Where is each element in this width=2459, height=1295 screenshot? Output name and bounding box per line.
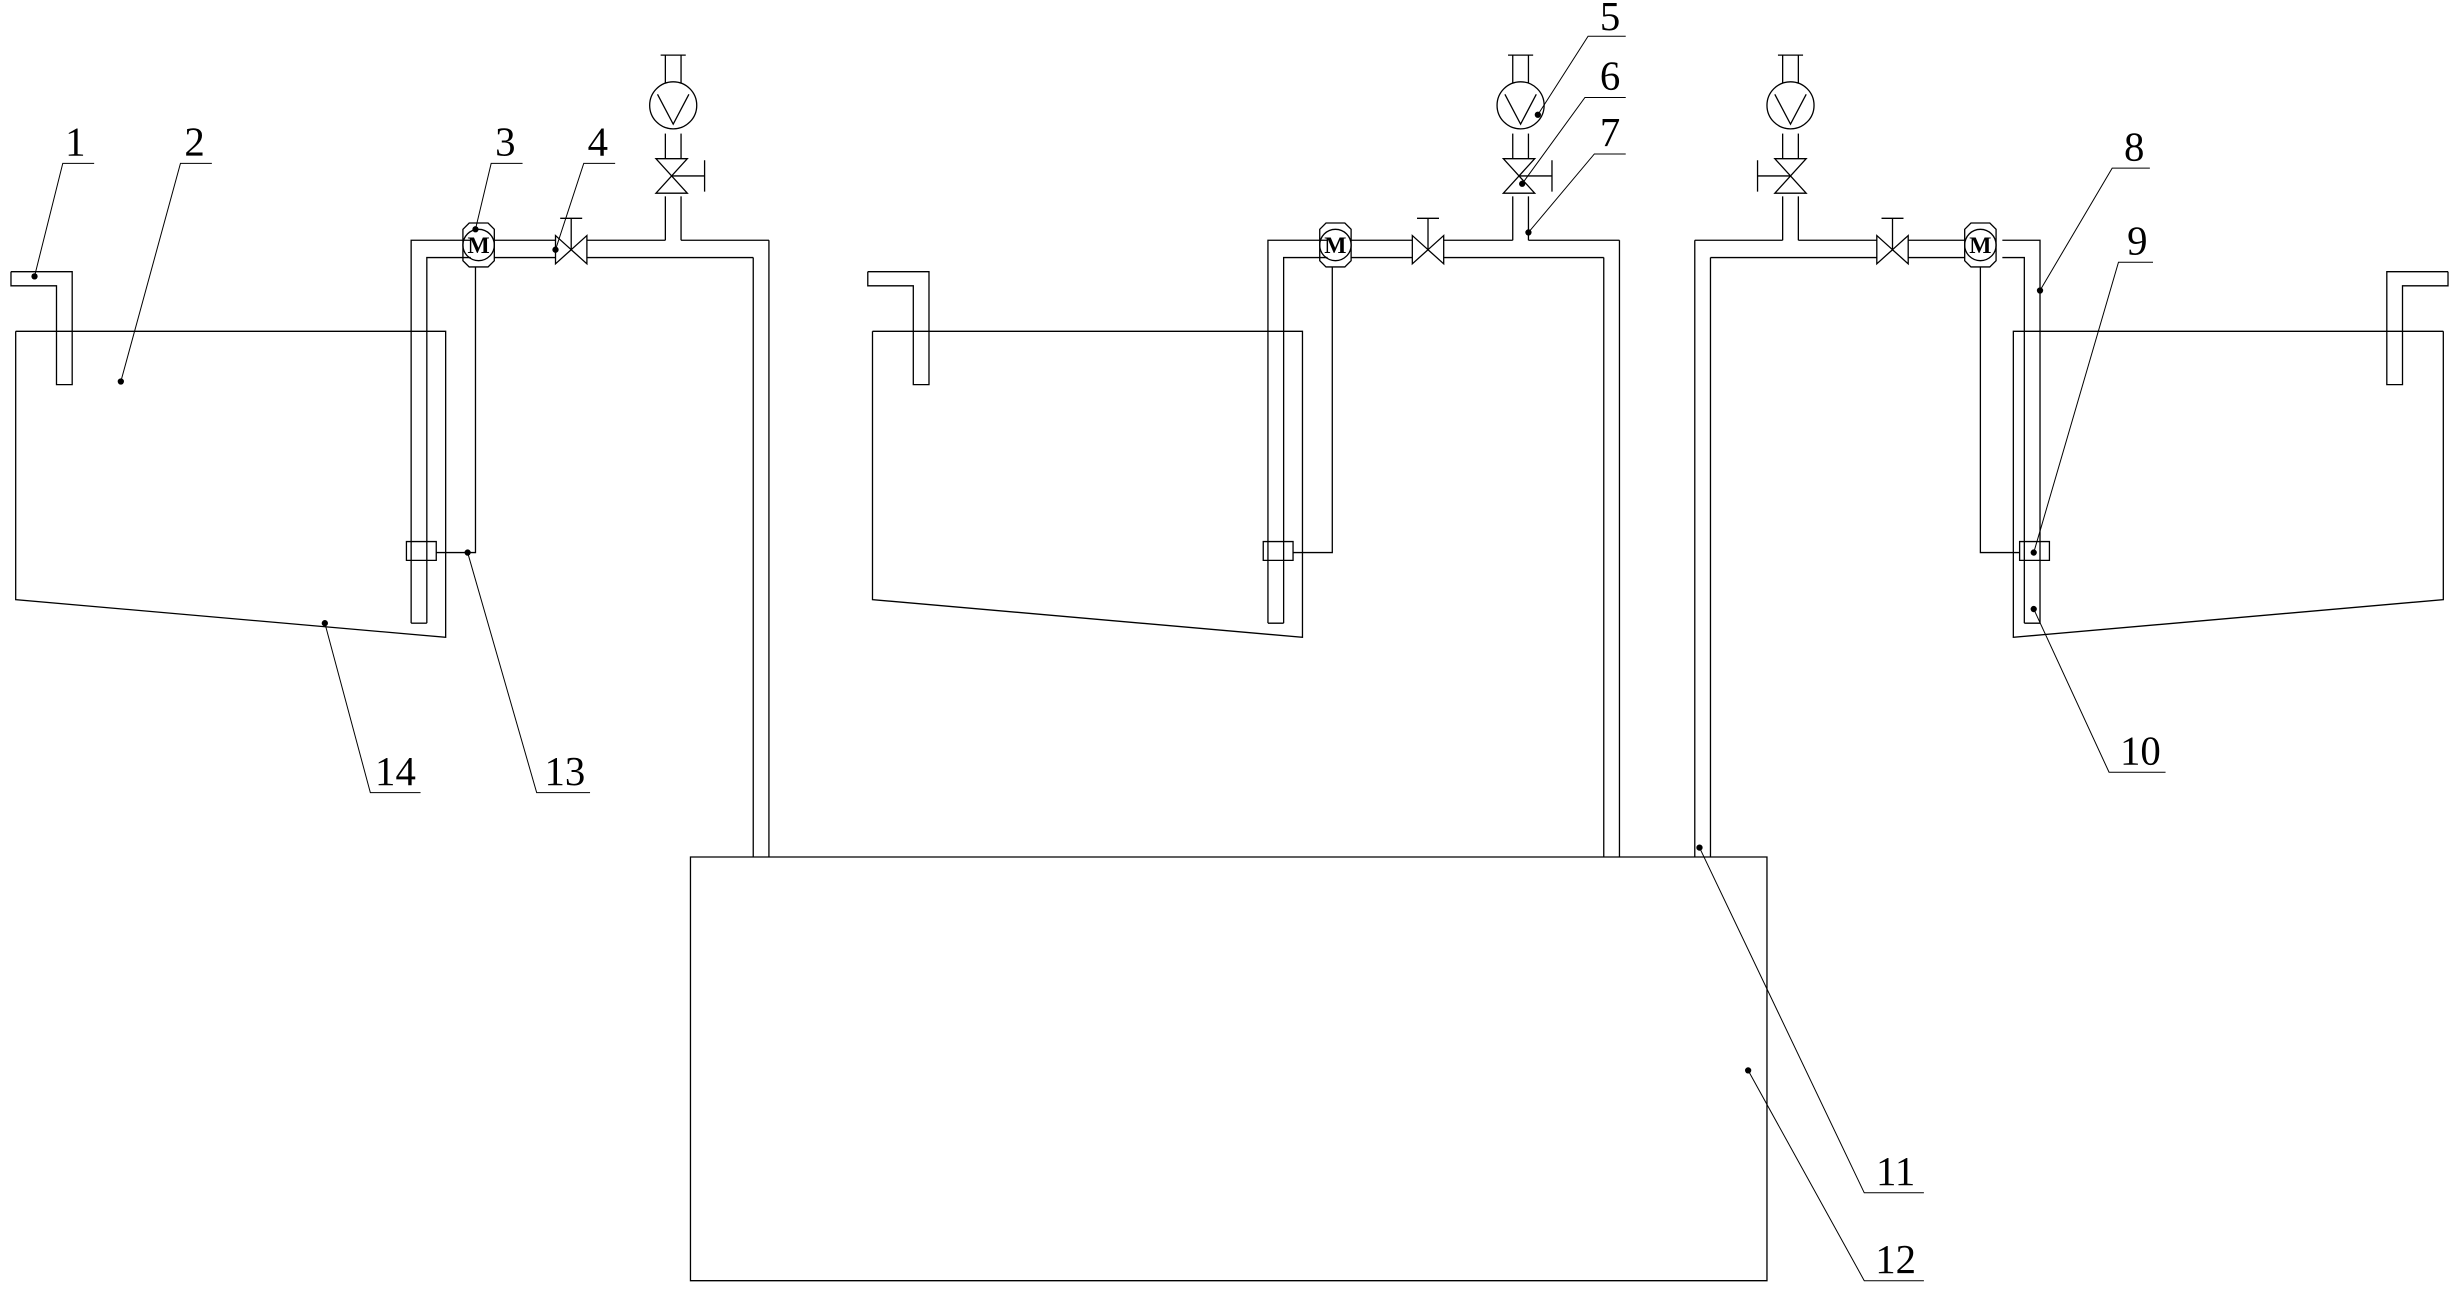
left-foot-valve [406, 542, 436, 561]
left-sensor-line [436, 267, 475, 553]
main-tank [690, 857, 1766, 1281]
middle-gauge [1497, 55, 1544, 129]
leader-lines [35, 36, 2166, 1280]
callout-6: 6 [1600, 54, 1620, 99]
callout-11: 11 [1876, 1149, 1915, 1194]
callout-7: 7 [1600, 110, 1620, 155]
left-motor-letter: M [468, 233, 490, 259]
callout-12: 12 [1875, 1237, 1916, 1282]
callout-8: 8 [2124, 124, 2144, 169]
left-suction-pipe [411, 240, 471, 623]
left-gauge [650, 55, 697, 129]
right-valve [1877, 218, 1908, 264]
right-foot-valve [2020, 542, 2050, 561]
right-pump [1965, 223, 1996, 267]
right-inlet-pipe [2387, 272, 2448, 385]
callout-14: 14 [375, 749, 416, 794]
callout-3: 3 [495, 120, 515, 165]
middle-motor-letter: M [1324, 233, 1346, 259]
callout-1: 1 [65, 120, 85, 165]
callout-5: 5 [1600, 0, 1620, 39]
middle-valve [1412, 218, 1443, 264]
callout-2: 2 [184, 120, 204, 165]
right-vent-valve [1758, 159, 1807, 194]
middle-inlet-pipe [868, 272, 929, 385]
middle-sensor-line [1293, 267, 1332, 553]
callout-13: 13 [545, 749, 586, 794]
right-basin [2013, 331, 2443, 637]
right-gauge [1767, 55, 1814, 129]
left-vent-valve [656, 159, 705, 194]
right-suction-pipe [2002, 240, 2040, 623]
middle-foot-valve [1263, 542, 1293, 561]
middle-pump [1320, 223, 1351, 267]
left-basin [16, 331, 446, 637]
left-valve [556, 218, 587, 264]
middle-suction-pipe [1268, 240, 1328, 623]
middle-basin [872, 331, 1302, 637]
right-motor-letter: M [1969, 233, 1991, 259]
right-sensor-line [1980, 267, 2019, 553]
middle-vent-valve [1503, 159, 1552, 194]
callout-4: 4 [588, 120, 608, 165]
left-inlet-pipe [11, 272, 72, 385]
callout-9: 9 [2127, 218, 2147, 263]
callout-10: 10 [2120, 728, 2161, 773]
